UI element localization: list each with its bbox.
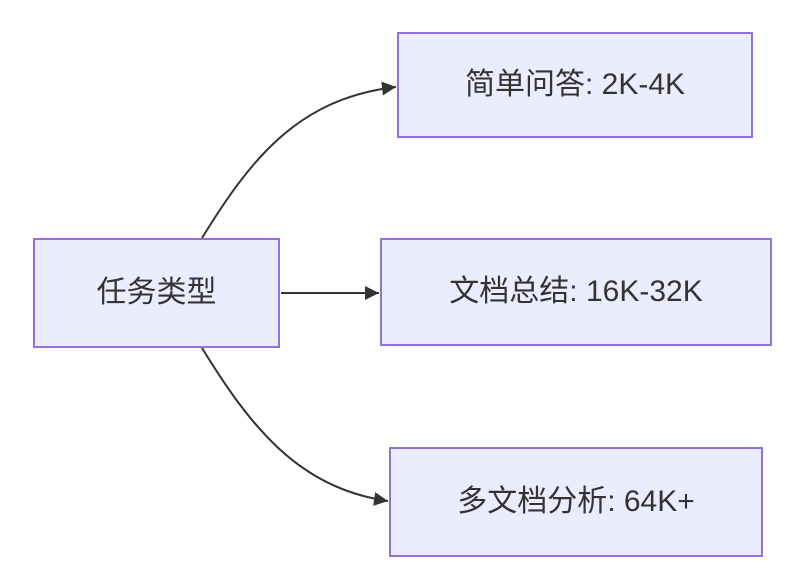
edge-task-to-multi-doc (201, 347, 389, 506)
node-multi-doc-analysis: 多文档分析: 64K+ (389, 447, 763, 557)
node-simple-qa: 简单问答: 2K-4K (397, 32, 753, 138)
node-task-type-label: 任务类型 (96, 276, 217, 309)
edge-task-to-simple-qa (201, 81, 397, 239)
node-simple-qa-label: 简单问答: 2K-4K (464, 68, 686, 101)
node-multi-doc-analysis-label: 多文档分析: 64K+ (457, 485, 695, 518)
node-doc-summary: 文档总结: 16K-32K (380, 238, 772, 346)
node-task-type: 任务类型 (33, 238, 280, 348)
node-doc-summary-label: 文档总结: 16K-32K (449, 275, 703, 308)
